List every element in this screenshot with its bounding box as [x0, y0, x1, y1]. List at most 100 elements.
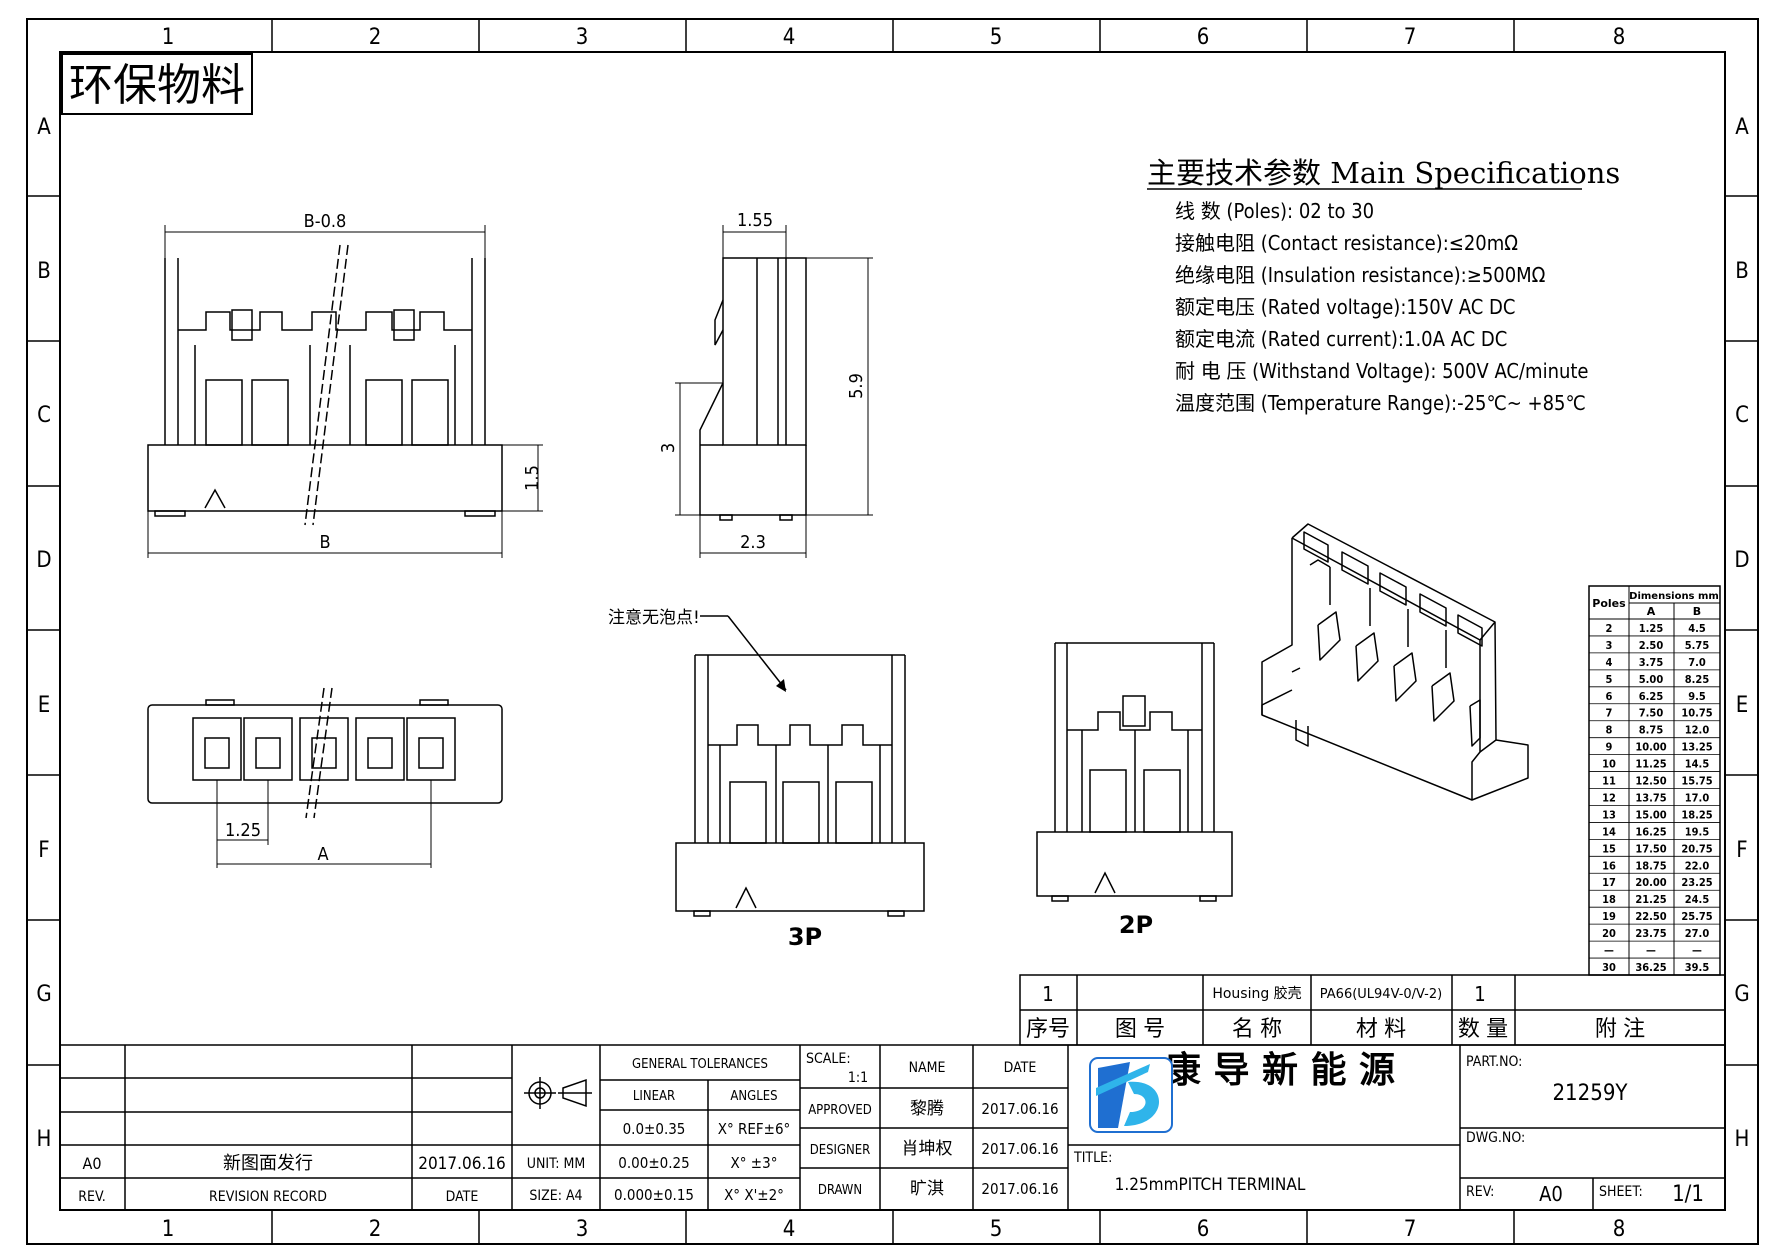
bom-material: PA66(UL94V-0/V-2) [1320, 987, 1442, 1002]
angles-head: ANGLES [730, 1089, 777, 1104]
rev-label-2: REV: [1466, 1184, 1494, 1200]
row-label: F [1736, 838, 1747, 863]
general-tolerances: GENERAL TOLERANCES [632, 1057, 768, 1072]
table-cell-a: 22.50 [1635, 910, 1666, 923]
part-no: 21259Y [1552, 1081, 1628, 1106]
dwg-no-label: DWG.NO: [1466, 1130, 1525, 1146]
approved-label: APPROVED [808, 1103, 872, 1118]
bom-head-material: 材 料 [1356, 1017, 1406, 1042]
table-cell-poles: — [1604, 944, 1614, 957]
table-cell-poles: 11 [1602, 775, 1616, 788]
company-name: 康 导 新 能 源 [1165, 1049, 1395, 1091]
title-label: TITLE: [1073, 1150, 1112, 1166]
table-cell-b: 10.75 [1681, 707, 1712, 720]
table-cell-poles: 9 [1606, 741, 1613, 754]
col-label: 6 [1197, 25, 1210, 50]
drawn-label: DRAWN [818, 1183, 862, 1198]
side-view [675, 225, 873, 558]
table-cell-poles: 2 [1606, 622, 1613, 635]
rev-date: 2017.06.16 [418, 1154, 506, 1174]
eco-stamp: 环保物料 [69, 60, 245, 111]
label-2p: 2P [1119, 911, 1153, 939]
bom-name: Housing 胶壳 [1212, 985, 1301, 1002]
row-label: G [36, 982, 51, 1007]
row-label: F [38, 838, 49, 863]
date-head: DATE [1004, 1060, 1037, 1076]
table-cell-b: 8.25 [1685, 673, 1710, 686]
table-cell-b: 24.5 [1685, 893, 1710, 906]
specs-list: 线 数 (Poles): 02 to 30 接触电阻 (Contact resi… [1175, 199, 1589, 415]
table-cell-poles: 5 [1606, 673, 1613, 686]
eco-stamp-box [61, 53, 253, 115]
iso-view [1261, 523, 1529, 801]
zone-labels: 1 2 3 4 5 6 7 8 1 2 3 4 5 6 7 8 A B C D … [36, 25, 1749, 1242]
dim-a: A [317, 844, 328, 865]
bom-no: 1 [1042, 982, 1053, 1006]
table-cell-b: 25.75 [1681, 910, 1712, 923]
table-cell-b: 22.0 [1685, 859, 1710, 872]
col-label: 1 [162, 1217, 175, 1242]
dim-b-minus: B-0.8 [304, 211, 347, 232]
spec-line: 温度范围 (Temperature Range):-25℃~ +85℃ [1175, 391, 1586, 415]
table-cell-a: 21.25 [1635, 893, 1666, 906]
row-label: A [37, 115, 51, 140]
bottom-view [147, 687, 503, 868]
specs-title: 主要技术参数 Main Specifications [1147, 156, 1620, 190]
note-arrowhead [776, 679, 786, 692]
col-label: 1 [162, 25, 175, 50]
tol-3: 0.000±0.15 [614, 1186, 694, 1204]
table-cell-poles: 20 [1602, 927, 1616, 940]
table-head-a: A [1647, 605, 1656, 618]
note-arrow [727, 615, 787, 691]
col-label: 4 [783, 25, 796, 50]
table-cell-b: — [1692, 944, 1702, 957]
dim-b: B [319, 532, 330, 553]
ang-1: X° REF±6° [718, 1120, 791, 1138]
date-label: DATE [446, 1189, 479, 1205]
table-cell-a: 5.00 [1639, 673, 1664, 686]
table-cell-b: 39.5 [1685, 961, 1710, 974]
table-cell-poles: 19 [1602, 910, 1616, 923]
dim-side-height: 5.9 [846, 373, 867, 399]
col-label: 3 [576, 25, 589, 50]
col-label: 4 [783, 1217, 796, 1242]
dim-pitch: 1.25 [225, 820, 261, 841]
front-view [147, 225, 543, 558]
spec-line: 额定电压 (Rated voltage):150V AC DC [1175, 295, 1515, 319]
title-value: 1.25mmPITCH TERMINAL [1115, 1175, 1306, 1195]
approved-name: 黎腾 [910, 1099, 944, 1119]
bubble-note: 注意无泡点! [608, 608, 700, 628]
bom-head-qty: 数 量 [1458, 1017, 1508, 1042]
view-3p [675, 654, 925, 917]
table-cell-poles: 4 [1606, 656, 1613, 669]
bom-qty: 1 [1474, 982, 1485, 1006]
table-cell-poles: 7 [1606, 707, 1613, 720]
table-cell-poles: 3 [1606, 639, 1613, 652]
spec-line: 额定电流 (Rated current):1.0A AC DC [1175, 327, 1507, 351]
table-cell-poles: 30 [1602, 961, 1616, 974]
table-cell-a: 20.00 [1635, 876, 1666, 889]
bom-head-note: 附 注 [1595, 1017, 1645, 1042]
table-cell-b: 14.5 [1685, 758, 1710, 771]
rev-a0: A0 [83, 1154, 102, 1173]
table-cell-b: 17.0 [1685, 791, 1710, 804]
table-cell-a: 10.00 [1635, 741, 1666, 754]
table-cell-a: 16.25 [1635, 825, 1666, 838]
row-label: E [38, 693, 51, 718]
ang-3: X° X'±2° [724, 1186, 784, 1204]
designer-label: DESIGNER [810, 1143, 871, 1158]
table-cell-poles: 8 [1606, 724, 1613, 737]
table-cell-a: 7.50 [1639, 707, 1664, 720]
rev-value: A0 [1539, 1182, 1563, 1206]
linear-head: LINEAR [633, 1089, 675, 1104]
bom-head-no: 序号 [1026, 1017, 1070, 1042]
row-label: C [37, 403, 51, 428]
unit: UNIT: MM [527, 1156, 586, 1172]
table-cell-a: 3.75 [1639, 656, 1664, 669]
table-cell-poles: 6 [1606, 690, 1613, 703]
projection-symbol-icon [524, 1077, 592, 1109]
company-logo-icon [1089, 1057, 1173, 1133]
table-cell-a: 13.75 [1635, 791, 1666, 804]
row-label: H [1735, 1127, 1750, 1152]
